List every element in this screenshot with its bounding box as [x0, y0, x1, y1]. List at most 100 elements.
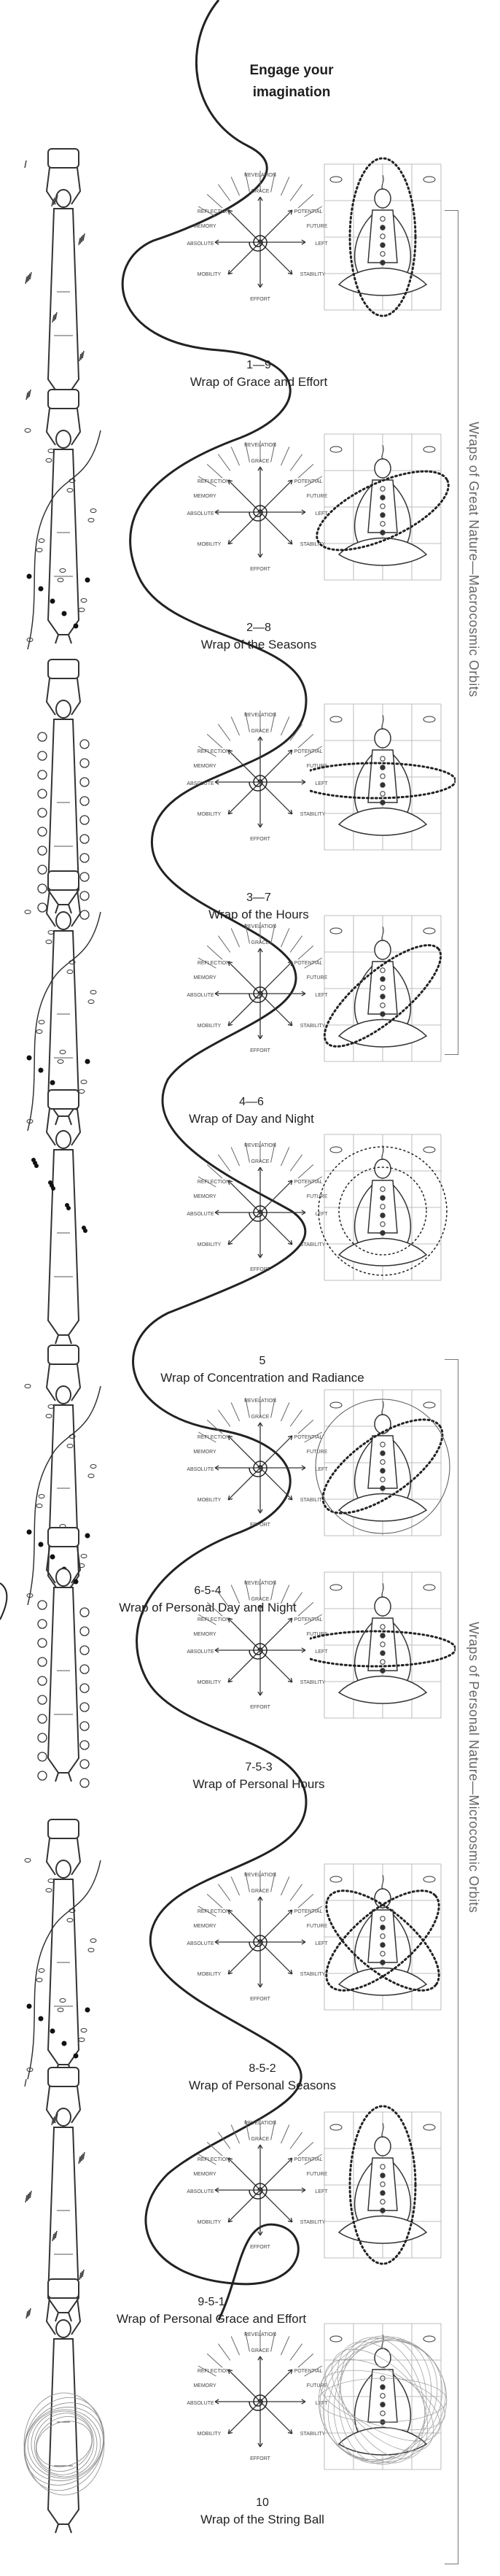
- water-jar-icon: [47, 389, 79, 409]
- rain-drop-icon: [51, 198, 54, 207]
- grace-label: GRACE: [251, 459, 270, 464]
- flame-icon: [381, 1582, 384, 1598]
- chakra-icon: [380, 1195, 386, 1201]
- spoke: [227, 961, 261, 994]
- arrow-head-icon: [287, 2429, 293, 2434]
- future-label: FUTURE: [307, 1632, 328, 1637]
- dot-icon: [51, 1186, 55, 1191]
- left-label: LEFT: [315, 781, 328, 786]
- grace-label: GRACE: [251, 1159, 270, 1164]
- rain-drop-icon: [52, 314, 55, 323]
- sun-ray: [270, 1580, 276, 1601]
- orbit-ellipse: [310, 762, 456, 800]
- grace-label: GRACE: [251, 729, 270, 734]
- effort-label: EFFORT: [250, 2456, 271, 2461]
- sun-ray: [245, 2332, 250, 2352]
- arrow-head-icon: [227, 749, 233, 755]
- chakra-icon: [380, 2199, 386, 2205]
- leaf-icon: [24, 1384, 31, 1388]
- bulb-icon: [79, 1626, 90, 1636]
- water-bearer-figure: [24, 389, 101, 650]
- figure-decoration: [24, 2078, 85, 2319]
- effort-label: EFFORT: [250, 1048, 271, 1053]
- memory-label: MEMORY: [193, 1632, 216, 1637]
- rain-drop-icon: [52, 197, 55, 206]
- arrow-head-icon: [287, 1495, 293, 1501]
- sun-ray: [270, 442, 276, 463]
- left-label: LEFT: [315, 1467, 328, 1472]
- center-spiral-icon: [249, 505, 267, 522]
- arrow-head-icon: [257, 1034, 263, 1040]
- arrow-head-icon: [227, 209, 233, 215]
- rain-drop-icon: [55, 2113, 58, 2121]
- chakra-icon: [380, 985, 386, 991]
- leaf-icon: [57, 1059, 64, 1064]
- chakra-icon: [380, 503, 386, 509]
- sun-ray: [289, 184, 303, 201]
- leaf-icon: [66, 488, 74, 492]
- chakra-icon: [380, 773, 386, 779]
- sun-ray: [217, 1592, 231, 1609]
- orbit-ellipse: [325, 1890, 440, 1992]
- bulb-icon: [79, 1607, 90, 1617]
- sketch-line: [31, 2410, 98, 2478]
- absolute-label: ABSOLUTE: [187, 2401, 214, 2406]
- future-label: FUTURE: [307, 224, 328, 229]
- sun-ray: [289, 2343, 303, 2361]
- berry-icon: [26, 1529, 32, 1535]
- head: [55, 911, 71, 930]
- wheel-spokes: [214, 736, 306, 828]
- sun-ray: [206, 1420, 223, 1434]
- eye-icon: [423, 176, 436, 183]
- arrow-head-icon: [257, 1691, 263, 1696]
- center-spiral-icon: [249, 1935, 267, 1952]
- sun-ray: [281, 2336, 290, 2356]
- chakra-icon: [380, 976, 386, 982]
- sun-ray: [297, 945, 314, 960]
- sun-ray: [206, 2142, 223, 2157]
- chakra-icon: [380, 1668, 386, 1674]
- rain-drop-icon: [79, 2272, 82, 2281]
- chakra-icon: [380, 495, 386, 500]
- bulb-icon: [79, 1664, 90, 1674]
- sun-ray: [281, 446, 290, 466]
- eye-icon: [423, 2335, 436, 2343]
- sun-ray: [297, 1420, 314, 1434]
- rain-drop-icon: [80, 352, 83, 360]
- leaf-icon: [78, 2038, 85, 2042]
- arrow-head-icon: [227, 269, 233, 275]
- rain-drop-icon: [28, 2308, 31, 2316]
- orbit-path: [348, 157, 417, 317]
- rain-drop-icon: [80, 2270, 83, 2279]
- reflection-label: REFLECTION: [198, 961, 230, 966]
- sketch-line: [25, 2407, 103, 2481]
- effort-label: EFFORT: [250, 837, 271, 842]
- arms: [45, 408, 82, 446]
- sun-ray: [198, 206, 216, 217]
- leaf-icon: [69, 1908, 76, 1913]
- string-ball-line: [337, 2341, 429, 2459]
- revelation-sun-rays: [198, 1579, 323, 1625]
- berry-icon: [73, 2053, 79, 2059]
- revelation-label: REVELATION: [244, 713, 276, 718]
- sun-ray: [281, 2124, 290, 2144]
- bulb-icon: [79, 739, 90, 749]
- sun-ray: [206, 2353, 223, 2368]
- vine: [27, 1860, 101, 2080]
- arrow-head-icon: [214, 991, 219, 997]
- orbit-ellipse: [323, 944, 442, 1048]
- chakra-icon: [380, 1459, 386, 1465]
- memory-label: MEMORY: [193, 1194, 216, 1199]
- seated-figure: [337, 926, 428, 1048]
- mobility-label: MOBILITY: [198, 1680, 222, 1685]
- head: [55, 1130, 71, 1149]
- meditating-figure-diagram: [318, 2323, 448, 2470]
- sun-ray: [230, 1876, 240, 1896]
- sun-ray: [304, 1176, 323, 1188]
